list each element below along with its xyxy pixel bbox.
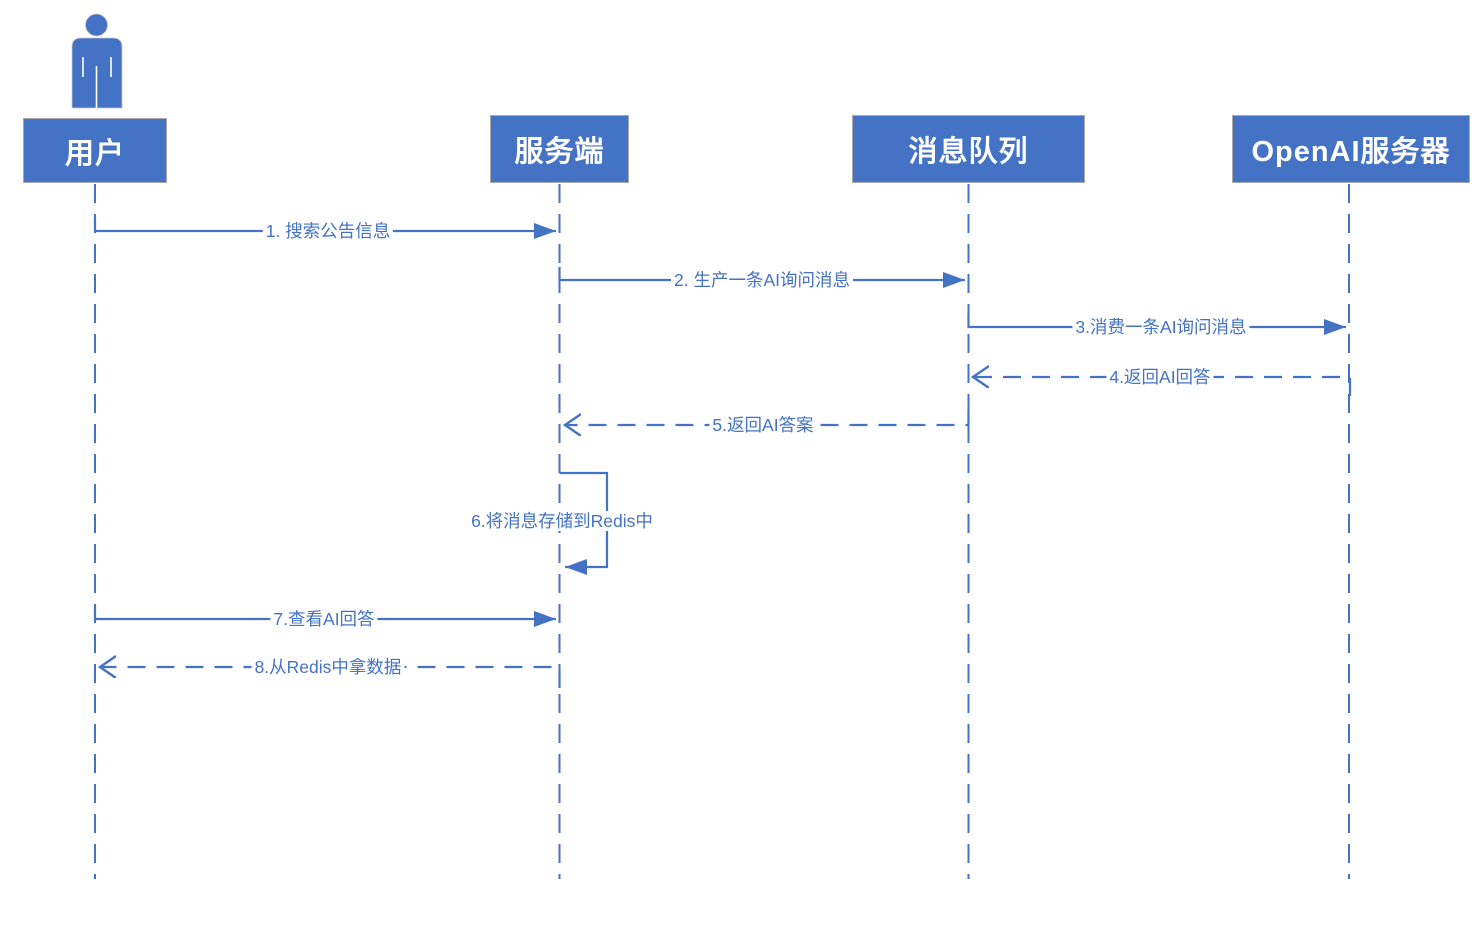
person-icon (71, 13, 123, 109)
message-8-label: 8.从Redis中拿数据 (251, 656, 405, 678)
actor-box-user: 用户 (23, 118, 167, 183)
actor-label-user: 用户 (64, 137, 125, 170)
lifelines (94, 184, 1350, 879)
actor-label-server: 服务端 (514, 136, 605, 168)
message-4-arrow (973, 377, 1352, 396)
message-1-arrow (93, 218, 556, 239)
message-4-label: 4.返回AI回答 (1106, 366, 1214, 388)
actor-label-message-queue: 消息队列 (908, 136, 1029, 168)
actor-box-server: 服务端 (490, 115, 629, 183)
actor-label-openai-server: OpenAI服务器 (1251, 136, 1451, 168)
message-7-label: 7.查看AI回答 (270, 608, 378, 630)
actor-box-message-queue: 消息队列 (852, 115, 1085, 183)
message-2-label: 2. 生产一条AI询问消息 (671, 269, 853, 291)
actor-box-openai-server: OpenAI服务器 (1232, 115, 1470, 183)
message-7-arrow (93, 605, 556, 627)
message-6-label: 6.将消息存储到Redis中 (468, 510, 656, 532)
message-3-label: 3.消费一条AI询问消息 (1072, 316, 1250, 338)
message-1-label: 1. 搜索公告信息 (262, 220, 394, 242)
message-5-label: 5.返回AI答案 (709, 414, 817, 436)
message-5-arrow (565, 410, 970, 425)
